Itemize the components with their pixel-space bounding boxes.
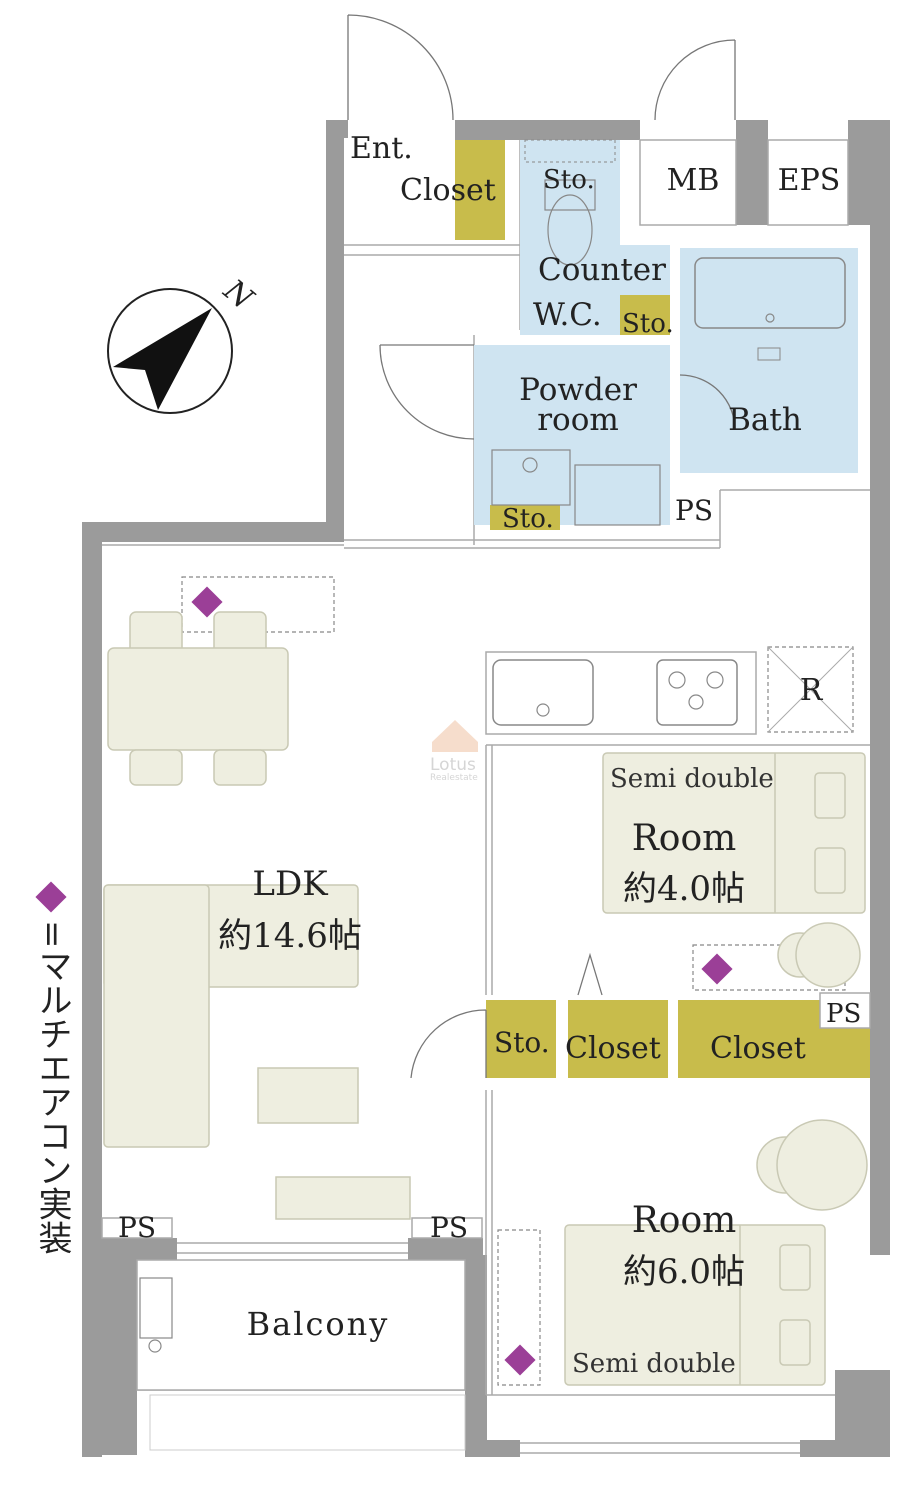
label-balcony: Balcony (247, 1305, 390, 1343)
watermark: Lotus Realestate (430, 720, 478, 783)
label-bed2: Semi double (572, 1349, 736, 1379)
label-room1-size: 約4.0帖 (623, 869, 745, 909)
legend-text: =マルチエアコン実装 (32, 920, 72, 1255)
label-bed1: Semi double (610, 764, 774, 794)
label-eps: EPS (778, 163, 841, 198)
ldk-furniture (101, 576, 483, 1254)
wet-areas (474, 139, 858, 530)
label-mb: MB (667, 163, 720, 198)
label-room2-size: 約6.0帖 (623, 1252, 745, 1292)
label-powder-line2: room (537, 402, 619, 438)
ac-marker-room2 (504, 1344, 536, 1376)
label-entrance: Ent. (350, 131, 413, 166)
room1-furniture (577, 752, 866, 996)
label-closet-mid2: Closet (710, 1031, 806, 1066)
label-ldk: LDK (252, 864, 328, 904)
label-storage-wc: Sto. (622, 309, 674, 339)
balcony-area (136, 1259, 466, 1451)
label-storage-toilet: Sto. (543, 165, 595, 195)
label-closet-entrance: Closet (400, 173, 496, 208)
label-wc: W.C. (533, 297, 602, 333)
label-bath: Bath (728, 402, 802, 438)
label-ps-bath: PS (675, 494, 713, 527)
labels: Ent. Closet Sto. MB EPS Counter W.C. Sto… (32, 131, 861, 1379)
label-storage-powder: Sto. (502, 504, 554, 534)
mid-storage (410, 992, 871, 1079)
label-ps-left: PS (118, 1211, 156, 1244)
label-refrigerator: R (800, 673, 824, 708)
label-ps-mid: PS (826, 999, 861, 1029)
room2-furniture (497, 1119, 868, 1454)
label-counter: Counter (538, 252, 666, 288)
label-closet-mid1: Closet (565, 1031, 661, 1066)
kitchen (485, 646, 854, 735)
entrance-area (347, 14, 849, 440)
walls (82, 120, 890, 1457)
ac-marker-legend (35, 881, 67, 913)
label-ps-right: PS (430, 1211, 468, 1244)
watermark-name: Lotus (430, 755, 476, 775)
label-storage-mid: Sto. (494, 1026, 550, 1059)
label-ldk-size: 約14.6帖 (218, 916, 362, 956)
compass: N (107, 272, 261, 414)
label-powder-line1: Powder (519, 372, 637, 408)
label-room2: Room (632, 1200, 737, 1241)
label-room1: Room (632, 818, 737, 859)
ac-marker-room1 (701, 953, 733, 985)
watermark-sub: Realestate (430, 773, 478, 783)
compass-north-label: N (216, 272, 261, 317)
